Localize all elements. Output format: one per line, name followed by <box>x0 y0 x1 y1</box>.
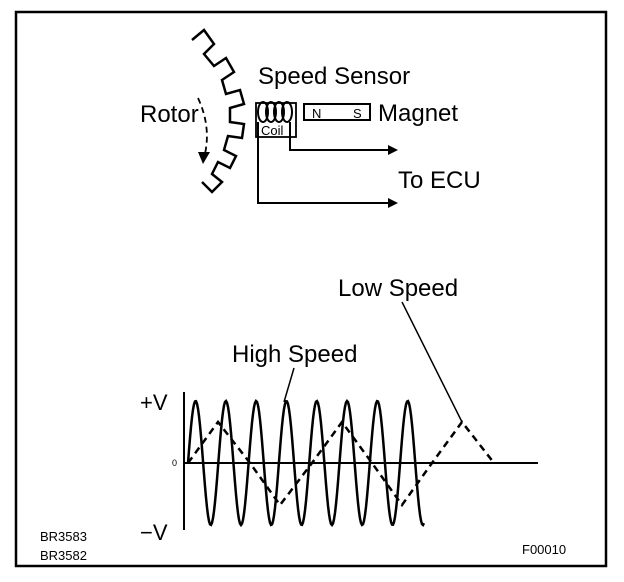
rotor-label: Rotor <box>140 101 199 128</box>
code-br3582: BR3582 <box>40 548 87 563</box>
magnet <box>303 103 371 121</box>
magnet-pole-n: N <box>312 106 321 121</box>
rotor-gear <box>191 28 246 194</box>
coil-label: Coil <box>261 123 284 138</box>
high-speed-label: High Speed <box>232 341 357 368</box>
rotation-arrow <box>197 97 210 164</box>
magnet-pole-s: S <box>353 106 362 121</box>
high-speed-leader <box>283 367 295 403</box>
zero-marker: 0 <box>172 458 177 468</box>
magnet-label: Magnet <box>378 100 458 127</box>
code-br3583: BR3583 <box>40 529 87 544</box>
to-ecu-label: To ECU <box>398 167 481 194</box>
ecu-lead-upper <box>289 122 398 155</box>
ecu-lead-lower <box>257 122 398 208</box>
high-speed-waveform <box>186 398 426 528</box>
low-speed-label: Low Speed <box>338 275 458 302</box>
low-speed-leader <box>401 301 463 423</box>
low-speed-waveform <box>186 419 495 508</box>
minus-v-label: −V <box>140 520 168 545</box>
figure-border <box>14 10 608 568</box>
coil-winding <box>255 101 297 138</box>
plus-v-label: +V <box>140 390 168 415</box>
speed-sensor-title: Speed Sensor <box>258 63 410 90</box>
figure-id: F00010 <box>522 542 566 557</box>
